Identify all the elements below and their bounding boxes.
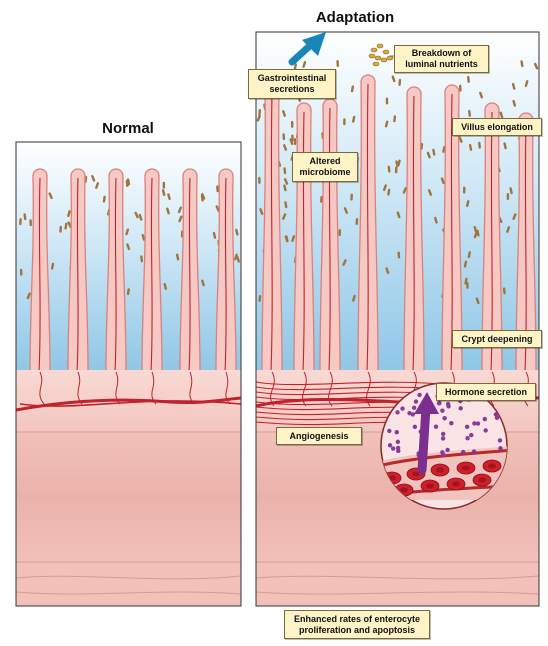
bacterium: [350, 194, 353, 201]
breakdown-callout: Breakdown of luminal nutrients: [394, 45, 489, 73]
bacterium: [294, 138, 296, 145]
bacterium: [20, 269, 23, 276]
normal-muscle-inner: [16, 432, 241, 562]
hormone-dot: [396, 440, 400, 444]
granule: [371, 48, 377, 52]
normal-heading: Normal: [78, 120, 178, 137]
granule: [381, 58, 387, 62]
bacterium: [291, 134, 294, 141]
red-blood-cell-center: [436, 468, 444, 473]
bacterium: [463, 187, 466, 194]
granule: [377, 44, 383, 48]
gi-secretions-callout: Gastrointestinal secretions: [248, 69, 336, 99]
hormone-dot: [441, 436, 445, 440]
hormone-dot: [449, 421, 453, 425]
normal-panel: [16, 142, 241, 606]
hormone-secretion-callout: Hormone secretion: [436, 383, 536, 401]
bacterium: [29, 219, 32, 226]
hormone-dot: [465, 436, 469, 440]
bacterium: [258, 177, 261, 184]
bacterium: [397, 251, 400, 258]
hormone-dot: [458, 406, 462, 410]
hormone-dot: [440, 408, 444, 412]
hormone-dot: [494, 412, 498, 416]
granule: [383, 50, 389, 54]
red-blood-cell-center: [462, 466, 470, 471]
hormone-dot: [391, 446, 395, 450]
hormone-dot: [465, 425, 469, 429]
granule: [373, 62, 379, 66]
bacterium: [282, 133, 285, 140]
hormone-dot: [442, 416, 446, 420]
bacterium: [338, 229, 341, 236]
granule: [369, 54, 375, 58]
hormone-dot: [413, 425, 417, 429]
bacterium: [343, 118, 346, 125]
hormone-dot: [441, 432, 445, 436]
angiogenesis-callout: Angiogenesis: [276, 427, 362, 445]
hormone-dot: [400, 406, 404, 410]
hormone-dot: [395, 430, 399, 434]
bacterium: [59, 226, 62, 233]
hormone-dot: [417, 393, 421, 397]
granule: [387, 56, 393, 60]
bacterium: [507, 193, 509, 200]
hormone-dot: [498, 446, 502, 450]
hormone-dot: [396, 449, 400, 453]
hormone-dot: [434, 424, 438, 428]
hormone-dot: [472, 449, 476, 453]
hormone-dot: [388, 443, 392, 447]
hormone-dot: [446, 402, 450, 406]
hormone-dot: [412, 406, 416, 410]
adaptation-heading: Adaptation: [300, 9, 410, 26]
bacterium: [291, 121, 294, 128]
normal-muscle-outer: [16, 562, 241, 606]
bacterium: [386, 98, 389, 105]
hormone-dot: [387, 429, 391, 433]
villus-elongation-callout: Villus elongation: [452, 118, 542, 136]
bacterium: [336, 60, 339, 67]
hormone-dot: [483, 428, 487, 432]
red-blood-cell-center: [478, 478, 486, 483]
bacterium: [395, 166, 398, 173]
bacterium: [355, 218, 358, 225]
red-blood-cell-center: [426, 484, 434, 489]
hormone-dot: [498, 438, 502, 442]
hormone-dot: [437, 401, 441, 405]
hormone-dot: [414, 399, 418, 403]
hormone-dot: [469, 433, 473, 437]
granule: [375, 56, 381, 60]
enhanced-rates-callout: Enhanced rates of enterocyte proliferati…: [284, 610, 430, 639]
hormone-dot: [395, 410, 399, 414]
hormone-dot: [461, 450, 465, 454]
bacterium: [163, 182, 165, 189]
hormone-dot: [441, 452, 445, 456]
red-blood-cell-center: [400, 488, 408, 493]
hormone-dot: [407, 411, 411, 415]
hormone-dot: [472, 421, 476, 425]
hormone-dot: [445, 448, 449, 452]
crypt-deepening-callout: Crypt deepening: [452, 330, 542, 348]
altered-microbiome-callout: Altered microbiome: [292, 152, 358, 182]
hormone-dot: [483, 417, 487, 421]
adaptation-muscle-outer: [256, 562, 539, 606]
red-blood-cell-center: [488, 464, 496, 469]
red-blood-cell-center: [452, 482, 460, 487]
